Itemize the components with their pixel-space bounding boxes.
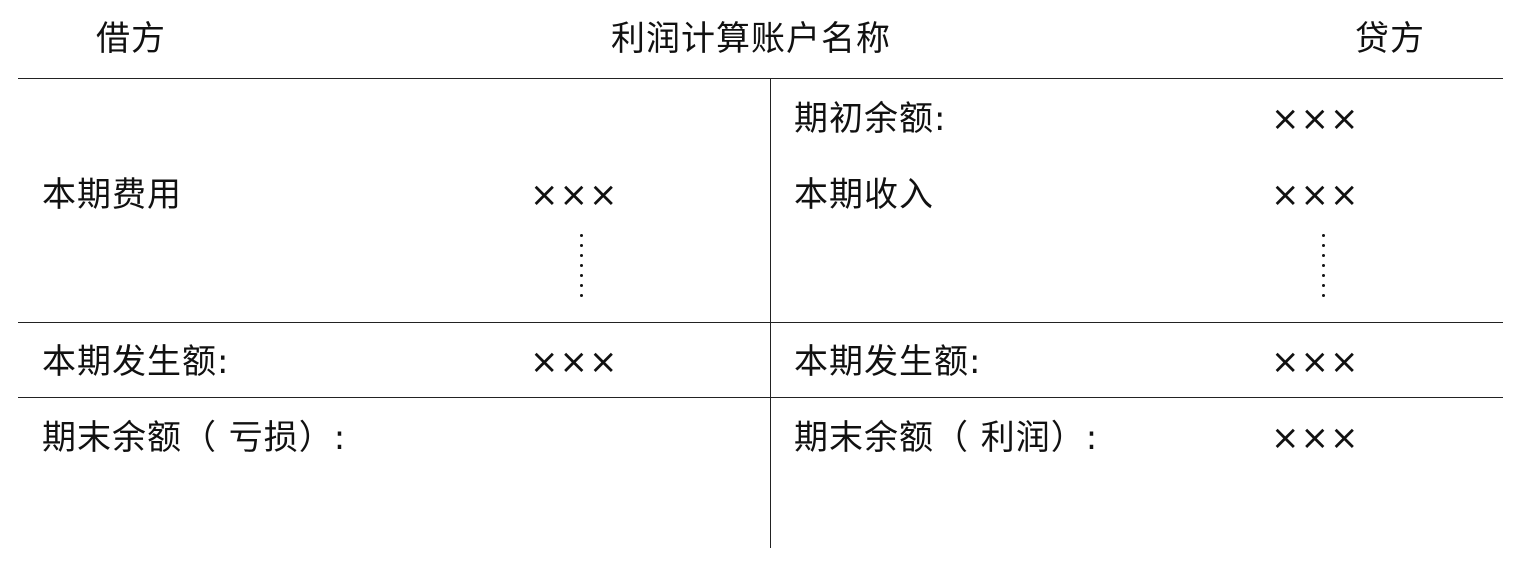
current-income-value: ×××	[1271, 175, 1360, 215]
debit-period-total-label: 本期发生额:	[42, 342, 230, 382]
credit-continuation-dots	[1322, 234, 1326, 304]
debit-header: 借方	[96, 19, 166, 59]
ending-balance-divider	[18, 397, 1503, 398]
credit-period-total-label: 本期发生额:	[794, 342, 982, 382]
debit-continuation-dots	[580, 234, 584, 304]
account-title: 利润计算账户名称	[611, 19, 891, 59]
header-divider	[18, 78, 1503, 79]
opening-balance-value: ×××	[1271, 99, 1360, 139]
credit-ending-balance-value: ×××	[1271, 418, 1360, 458]
credit-ending-balance-label: 期末余额（ 利润）:	[794, 418, 1099, 458]
debit-ending-balance-label: 期末余额（ 亏损）:	[42, 418, 347, 458]
current-income-label: 本期收入	[794, 175, 934, 215]
credit-period-total-value: ×××	[1271, 342, 1360, 382]
current-expense-label: 本期费用	[42, 175, 182, 215]
credit-header: 贷方	[1355, 19, 1425, 59]
debit-period-total-value: ×××	[530, 342, 619, 382]
current-expense-value: ×××	[530, 175, 619, 215]
opening-balance-label: 期初余额:	[794, 99, 947, 139]
center-divider	[770, 78, 771, 548]
period-total-divider	[18, 322, 1503, 323]
